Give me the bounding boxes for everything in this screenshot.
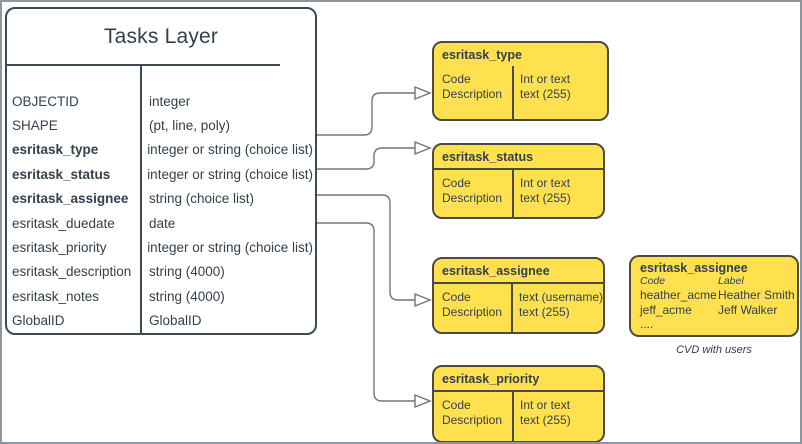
domain-body: Code Description Int or text text (255) [434, 66, 607, 119]
table-row: GlobalID GlobalID [7, 309, 313, 333]
domain-field: Description [442, 304, 503, 319]
domain-title: esritask_status [434, 145, 603, 170]
field-name: GlobalID [12, 313, 65, 329]
table-row: esritask_status integer or string (choice… [7, 162, 313, 186]
field-name: esritask_priority [12, 240, 107, 256]
column-divider [140, 64, 142, 333]
domain-box-esritask-priority: esritask_priority Code Description Int o… [432, 365, 605, 442]
cvd-code: jeff_acme [640, 302, 692, 317]
field-name: esritask_status [12, 166, 111, 182]
field-type: integer or string (choice list) [147, 166, 313, 182]
domain-type: text (255) [518, 304, 570, 319]
table-row: esritask_duedate date [7, 211, 313, 235]
cvd-row: heather_acme Heather Smith [640, 288, 797, 303]
field-type: integer [149, 93, 191, 109]
cvd-code: .... [640, 317, 654, 332]
domain-field: Description [442, 190, 503, 205]
domain-box-esritask-assignee: esritask_assignee Code Description text … [432, 257, 605, 334]
cvd-title: esritask_assignee [640, 261, 748, 275]
arrowhead-icon [414, 393, 432, 409]
field-name: esritask_notes [12, 288, 100, 304]
domain-type: text (255) [520, 86, 571, 101]
domain-type: Int or text [520, 72, 571, 86]
domain-title: esritask_priority [434, 367, 603, 392]
domain-body: Code Description Int or text text (255) [434, 170, 603, 217]
domain-field: Code [442, 290, 471, 304]
table-row: OBJECTID integer [7, 89, 313, 113]
connector-esritask-assignee [317, 194, 415, 301]
field-type: (pt, line, poly) [149, 118, 231, 134]
cvd-caption: CVD with users [676, 344, 752, 356]
domain-title: esritask_type [442, 48, 522, 62]
field-name: OBJECTID [12, 93, 79, 109]
field-type: integer or string (choice list) [147, 240, 313, 256]
field-name: esritask_duedate [12, 215, 115, 231]
cvd-label: Jeff Walker [718, 302, 778, 317]
arrowhead-icon [414, 85, 432, 101]
table-title: Tasks Layer [103, 24, 219, 48]
cvd-code: heather_acme [640, 288, 717, 302]
domain-title: esritask_assignee [434, 259, 603, 284]
domain-type: text (255) [520, 190, 571, 205]
field-type: date [149, 215, 176, 231]
domain-box-esritask-status: esritask_status Code Description Int or … [432, 143, 605, 219]
table-row: SHAPE (pt, line, poly) [7, 113, 313, 137]
table-row: esritask_assignee string (choice list) [7, 187, 313, 211]
title-divider [7, 64, 280, 66]
cvd-label [718, 317, 797, 332]
domain-field: Code [442, 176, 471, 190]
domain-type: text (username) [518, 290, 603, 304]
cvd-label: Heather Smith [718, 288, 795, 302]
domain-field: Description [442, 412, 503, 427]
cvd-column-headers: Code Label [640, 275, 797, 288]
field-name: SHAPE [12, 118, 58, 134]
connector-esritask-priority [317, 222, 415, 402]
arrowhead-icon [414, 292, 432, 308]
cvd-col-label: Label [718, 275, 744, 287]
tasks-layer-table: Tasks Layer OBJECTID integer SHAPE (pt, li… [5, 7, 317, 335]
domain-field: Code [442, 72, 471, 86]
field-name: esritask_type [12, 142, 99, 158]
field-type: string (choice list) [149, 191, 255, 207]
domain-type: Int or text [520, 398, 571, 412]
cvd-row: jeff_acme Jeff Walker [640, 303, 797, 318]
table-row: esritask_type integer or string (choice l… [7, 138, 313, 162]
table-row: esritask_notes string (4000) [7, 284, 313, 308]
field-type: string (4000) [149, 288, 225, 304]
arrowhead-icon [414, 140, 432, 156]
table-row: esritask_description string (4000) [7, 260, 313, 284]
domain-field: Description [442, 86, 503, 101]
domain-field: Code [442, 398, 471, 412]
field-name: esritask_assignee [12, 191, 129, 207]
domain-type: Int or text [520, 176, 571, 190]
field-name: esritask_description [12, 264, 132, 280]
cvd-col-code: Code [640, 275, 666, 287]
connector-esritask-type [317, 92, 415, 136]
field-type: integer or string (choice list) [147, 142, 313, 158]
field-type: string (4000) [149, 264, 225, 280]
domain-body: Code Description text (username) text (2… [434, 284, 603, 332]
field-list: OBJECTID integer SHAPE (pt, line, poly) es… [7, 89, 313, 333]
field-type: GlobalID [149, 313, 202, 329]
connector-esritask-status [317, 147, 415, 170]
domain-body: Code Description Int or text text (255) [434, 392, 603, 441]
domain-type: text (255) [520, 412, 571, 427]
cvd-row: .... [640, 317, 797, 332]
table-row: esritask_priority integer or string (choi… [7, 235, 313, 259]
domain-box-esritask-type: esritask_type Code Description Int or te… [432, 41, 609, 121]
cvd-box-esritask-assignee: esritask_assignee Code Label heather_acm… [629, 255, 799, 337]
